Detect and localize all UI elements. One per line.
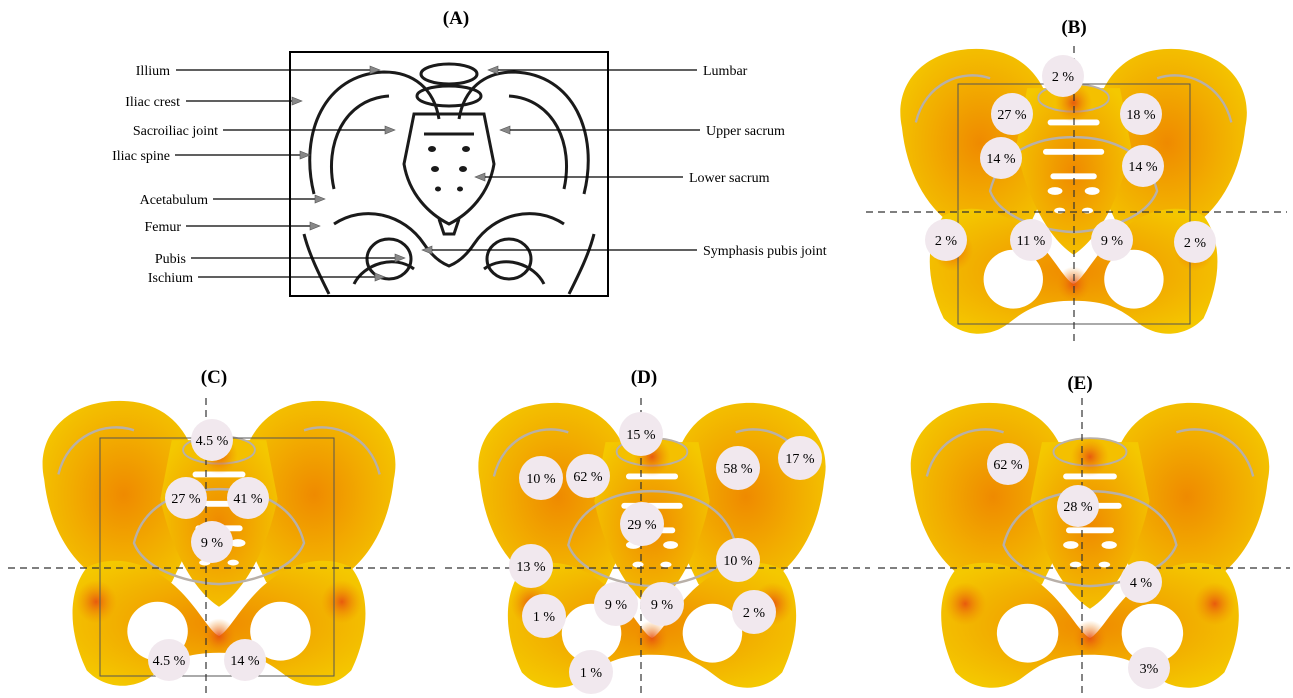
label-lumbar: Lumbar <box>703 64 748 79</box>
marker-label-d-12: 1 % <box>580 666 603 681</box>
panel-b: (B) 2 % 27 % 18 % 14 % 14 % 2 % 11 % 9 % 2 % <box>866 17 1287 346</box>
marker-label-e-3: 3% <box>1140 662 1159 677</box>
marker-label-c-4: 4.5 % <box>153 654 186 669</box>
label-ischium: Ischium <box>148 271 193 286</box>
panel-c: (C) 4.5 % 27 % 41 % 9 % 4.5 % 14 % <box>8 367 440 694</box>
marker-label-b-8: 2 % <box>1184 236 1207 251</box>
left-labels: Illium Iliac crest Sacroiliac joint Ilia… <box>112 64 218 286</box>
marker-label-e-1: 28 % <box>1063 500 1093 515</box>
label-symphasis-pubis-joint: Symphasis pubis joint <box>703 244 827 259</box>
marker-label-c-5: 14 % <box>230 654 260 669</box>
marker-label-d-1: 10 % <box>526 472 556 487</box>
panel-b-title: (B) <box>1061 17 1086 38</box>
label-pubis: Pubis <box>155 252 186 267</box>
marker-label-b-2: 18 % <box>1126 108 1156 123</box>
marker-label-d-5: 29 % <box>627 518 657 533</box>
label-acetabulum: Acetabulum <box>140 193 209 208</box>
marker-label-d-4: 17 % <box>785 452 815 467</box>
panel-e: (E) 62 % 28 % 4 % 3% <box>878 373 1290 694</box>
panel-d: (D) 15 % 10 % 62 % 58 % 17 % 29 % 13 % 10 % 1 % 9… <box>445 367 870 694</box>
marker-label-d-2: 62 % <box>573 470 603 485</box>
panel-c-title: (C) <box>201 367 227 388</box>
label-iliac-crest: Iliac crest <box>125 95 180 110</box>
marker-label-b-0: 2 % <box>1052 70 1075 85</box>
panel-a-title: (A) <box>443 8 469 29</box>
label-lower-sacrum: Lower sacrum <box>689 171 770 186</box>
panel-e-title: (E) <box>1067 373 1092 394</box>
marker-label-c-1: 27 % <box>171 492 201 507</box>
marker-label-d-10: 9 % <box>651 598 674 613</box>
panel-d-title: (D) <box>631 367 657 388</box>
marker-label-d-11: 2 % <box>743 606 766 621</box>
marker-label-d-9: 9 % <box>605 598 628 613</box>
right-labels: Lumbar Upper sacrum Lower sacrum Symphas… <box>689 64 827 259</box>
label-femur: Femur <box>144 220 181 235</box>
marker-label-b-5: 2 % <box>935 234 958 249</box>
marker-label-b-3: 14 % <box>986 152 1016 167</box>
label-upper-sacrum: Upper sacrum <box>706 124 785 139</box>
pelvis-e-illustration <box>911 403 1269 688</box>
marker-label-c-2: 41 % <box>233 492 263 507</box>
marker-label-b-4: 14 % <box>1128 160 1158 175</box>
marker-label-e-0: 62 % <box>993 458 1023 473</box>
label-iliac-spine: Iliac spine <box>112 149 170 164</box>
marker-label-c-0: 4.5 % <box>196 434 229 449</box>
marker-label-d-8: 1 % <box>533 610 556 625</box>
marker-label-d-7: 10 % <box>723 554 753 569</box>
marker-label-d-0: 15 % <box>626 428 656 443</box>
panel-a: (A) <box>112 8 827 296</box>
marker-label-c-3: 9 % <box>201 536 224 551</box>
marker-label-d-3: 58 % <box>723 462 753 477</box>
marker-label-d-6: 13 % <box>516 560 546 575</box>
label-illium: Illium <box>136 64 170 79</box>
label-sacroiliac-joint: Sacroiliac joint <box>133 124 218 139</box>
marker-label-b-6: 11 % <box>1017 234 1046 249</box>
marker-label-b-1: 27 % <box>997 108 1027 123</box>
marker-label-e-2: 4 % <box>1130 576 1153 591</box>
marker-label-b-7: 9 % <box>1101 234 1124 249</box>
